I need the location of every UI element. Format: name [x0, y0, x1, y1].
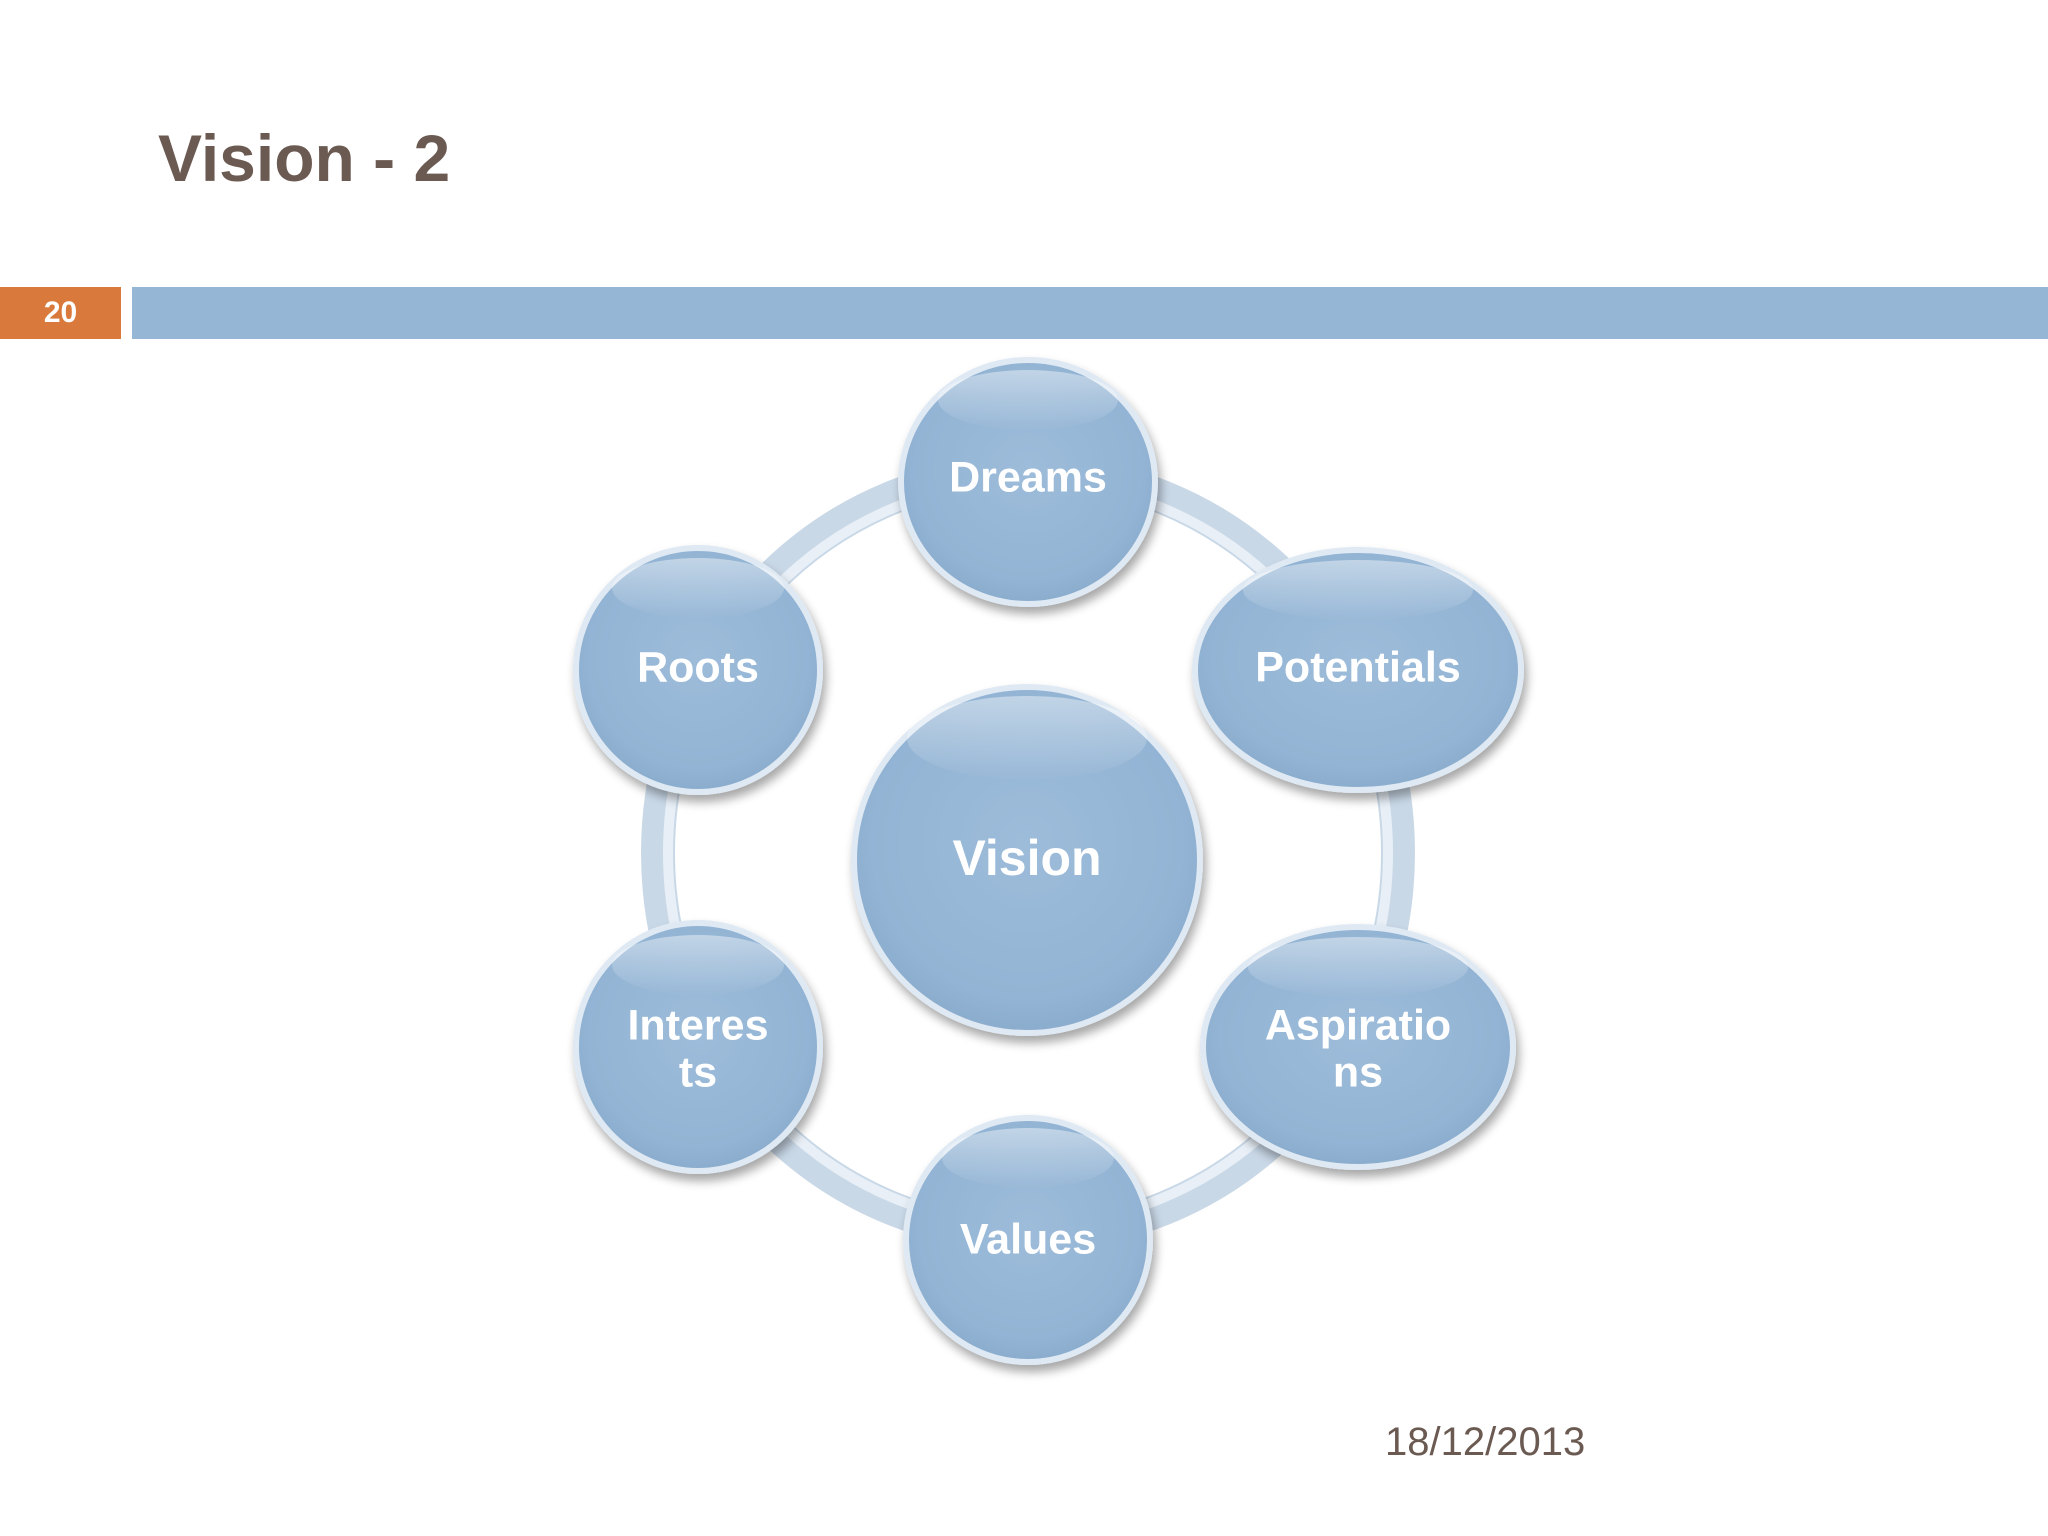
node-values-label: Values [960, 1215, 1096, 1263]
node-aspirations: Aspiratio ns [1200, 924, 1516, 1170]
node-values: Values [903, 1115, 1153, 1365]
footer-date: 18/12/2013 [1385, 1420, 1586, 1464]
node-aspirations-label-line1: Aspiratio [1265, 1001, 1451, 1049]
node-roots-label: Roots [637, 643, 759, 691]
center-node-label: Vision [952, 830, 1101, 886]
node-interests-label-line1: Interes [627, 1001, 768, 1049]
node-roots: Roots [573, 545, 823, 795]
node-dreams: Dreams [898, 357, 1158, 607]
node-potentials: Potentials [1192, 547, 1524, 793]
node-interests-label-line2: ts [679, 1048, 717, 1096]
node-interests: Interes ts [573, 920, 823, 1174]
node-potentials-label: Potentials [1255, 643, 1461, 691]
slide-number: 20 [0, 287, 121, 339]
center-node-vision: Vision [851, 684, 1203, 1036]
node-aspirations-label-line2: ns [1333, 1048, 1383, 1096]
slide-title: Vision - 2 [158, 121, 451, 195]
header-bar [132, 287, 2048, 339]
node-dreams-label: Dreams [949, 453, 1107, 501]
